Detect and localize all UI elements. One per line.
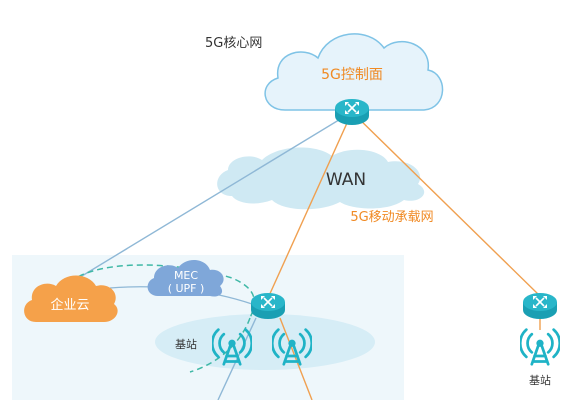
antenna-icon-right — [520, 328, 560, 366]
router-icon-left — [250, 292, 286, 320]
link-core-enterprise — [71, 111, 353, 283]
bearer-network-label: 5G移动承载网 — [350, 210, 433, 225]
base-station-zone — [155, 314, 375, 370]
mec-label: MEC — [174, 269, 198, 282]
router-icon-core — [334, 98, 370, 126]
link-router-base-down — [279, 317, 313, 400]
core-network-label: 5G核心网 — [205, 36, 262, 51]
wan-label: WAN — [326, 170, 366, 190]
enterprise-cloud-label: 企业云 — [50, 297, 89, 313]
enterprise-cloud — [24, 275, 118, 322]
base-station-label-right: 基站 — [529, 373, 551, 387]
link-core-router-right — [351, 111, 541, 297]
wan-cloud — [217, 147, 425, 210]
mec-cloud — [147, 259, 224, 297]
upf-label: ( UPF ) — [168, 282, 205, 295]
core-network-cloud — [264, 33, 444, 111]
control-plane-label: 5G控制面 — [321, 67, 383, 83]
base-station-label-left: 基站 — [175, 337, 197, 351]
link-core-router-left — [267, 111, 353, 299]
router-icon-right — [522, 292, 558, 320]
